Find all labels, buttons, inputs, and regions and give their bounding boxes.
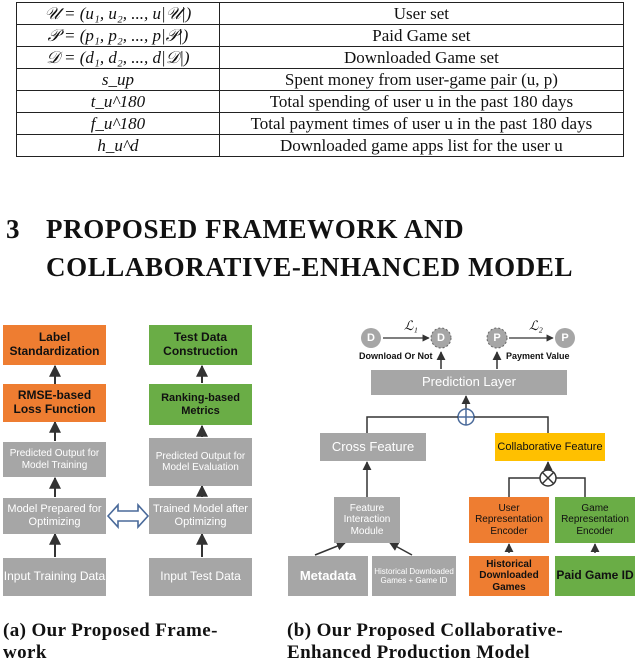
table-row: f_u^180 Total payment times of user u in… [16, 112, 625, 135]
connector [474, 416, 549, 433]
historical-games-box: Historical Downloaded Games [469, 556, 549, 596]
cross-feature-box: Cross Feature [320, 433, 426, 461]
trained-model-box: Trained Model after Optimizing [149, 498, 252, 534]
figure-b-caption: (b) Our Proposed Collaborative- Enhanced… [287, 620, 639, 664]
prediction-layer-box: Prediction Layer [371, 370, 567, 395]
section-title-line2: COLLABORATIVE-ENHANCED MODEL [46, 252, 574, 282]
node-p-left-shape [486, 327, 508, 349]
section-title-line1: PROPOSED FRAMEWORK AND [46, 214, 465, 244]
symbol-cell: 𝒰 = (u₁, u₂, ..., u|𝒰|) [16, 2, 220, 25]
figure-a-caption-line1: (a) Our Proposed Frame- [3, 620, 218, 641]
node-p-right: P [561, 331, 569, 344]
node-d-left: D [367, 331, 375, 344]
notation-table: 𝒰 = (u₁, u₂, ..., u|𝒰|) User set 𝒫 = (p₁… [16, 2, 625, 157]
node-d-right-shape [430, 327, 452, 349]
connector [366, 416, 458, 433]
paid-game-id-box: Paid Game ID [555, 556, 635, 596]
predicted-eval-box: Predicted Output for Model Evaluation [149, 438, 252, 486]
input-test-box: Input Test Data [149, 558, 252, 596]
loss1-label: ℒ₁ [404, 317, 418, 333]
description-cell: Downloaded game apps list for the user u [218, 134, 625, 157]
historical-plus-id-box: Historical Downloaded Games + Game ID [372, 556, 456, 596]
loss2-label: ℒ₂ [529, 317, 543, 333]
symbol-cell: h_u^d [16, 134, 220, 157]
connector [556, 477, 586, 497]
node-d-right: D [437, 331, 445, 344]
metadata-box: Metadata [288, 556, 368, 596]
model-prepared-box: Model Prepared for Optimizing [3, 498, 106, 534]
collaborative-feature-box: Collaborative Feature [495, 433, 605, 461]
user-encoder-box: User Representation Encoder [469, 497, 549, 543]
payment-label: Payment Value [506, 351, 570, 361]
description-cell: Total spending of user u in the past 180… [218, 90, 625, 113]
node-p-left: P [493, 331, 501, 344]
figure-b-caption-line1: (b) Our Proposed Collaborative- [287, 620, 564, 641]
section-number: 3 [6, 214, 21, 244]
connector [508, 477, 540, 497]
feature-interaction-box: Feature Interaction Module [334, 497, 400, 543]
table-row: t_u^180 Total spending of user u in the … [16, 90, 625, 113]
predicted-training-box: Predicted Output for Model Training [3, 442, 106, 477]
download-label: Download Or Not [359, 351, 433, 361]
figure-b-caption-line2: Enhanced Production Model [287, 642, 530, 663]
table-row: 𝒟 = (d₁, d₂, ..., d|𝒟|) Downloaded Game … [16, 46, 625, 69]
section-heading: 3 PROPOSED FRAMEWORK AND COLLABORATIVE-EN… [6, 210, 636, 286]
game-encoder-box: Game Representation Encoder [555, 497, 635, 543]
figure-a-caption-line2: work [3, 642, 47, 663]
rmse-loss-box: RMSE-based Loss Function [3, 384, 106, 422]
label-standardization-box: Label Standardization [3, 325, 106, 365]
figure-a-caption: (a) Our Proposed Frame- work [3, 620, 265, 664]
symbol-cell: 𝒟 = (d₁, d₂, ..., d|𝒟|) [16, 46, 220, 69]
test-construction-box: Test Data Construction [149, 325, 252, 365]
double-arrow-icon [106, 502, 150, 530]
arrow [314, 541, 346, 556]
table-row: h_u^d Downloaded game apps list for the … [16, 134, 625, 157]
ranking-metrics-box: Ranking-based Metrics [149, 384, 252, 425]
arrow [389, 542, 413, 556]
input-training-box: Input Training Data [3, 558, 106, 596]
node-p-right-shape [555, 328, 575, 348]
node-d-left-shape [361, 328, 381, 348]
